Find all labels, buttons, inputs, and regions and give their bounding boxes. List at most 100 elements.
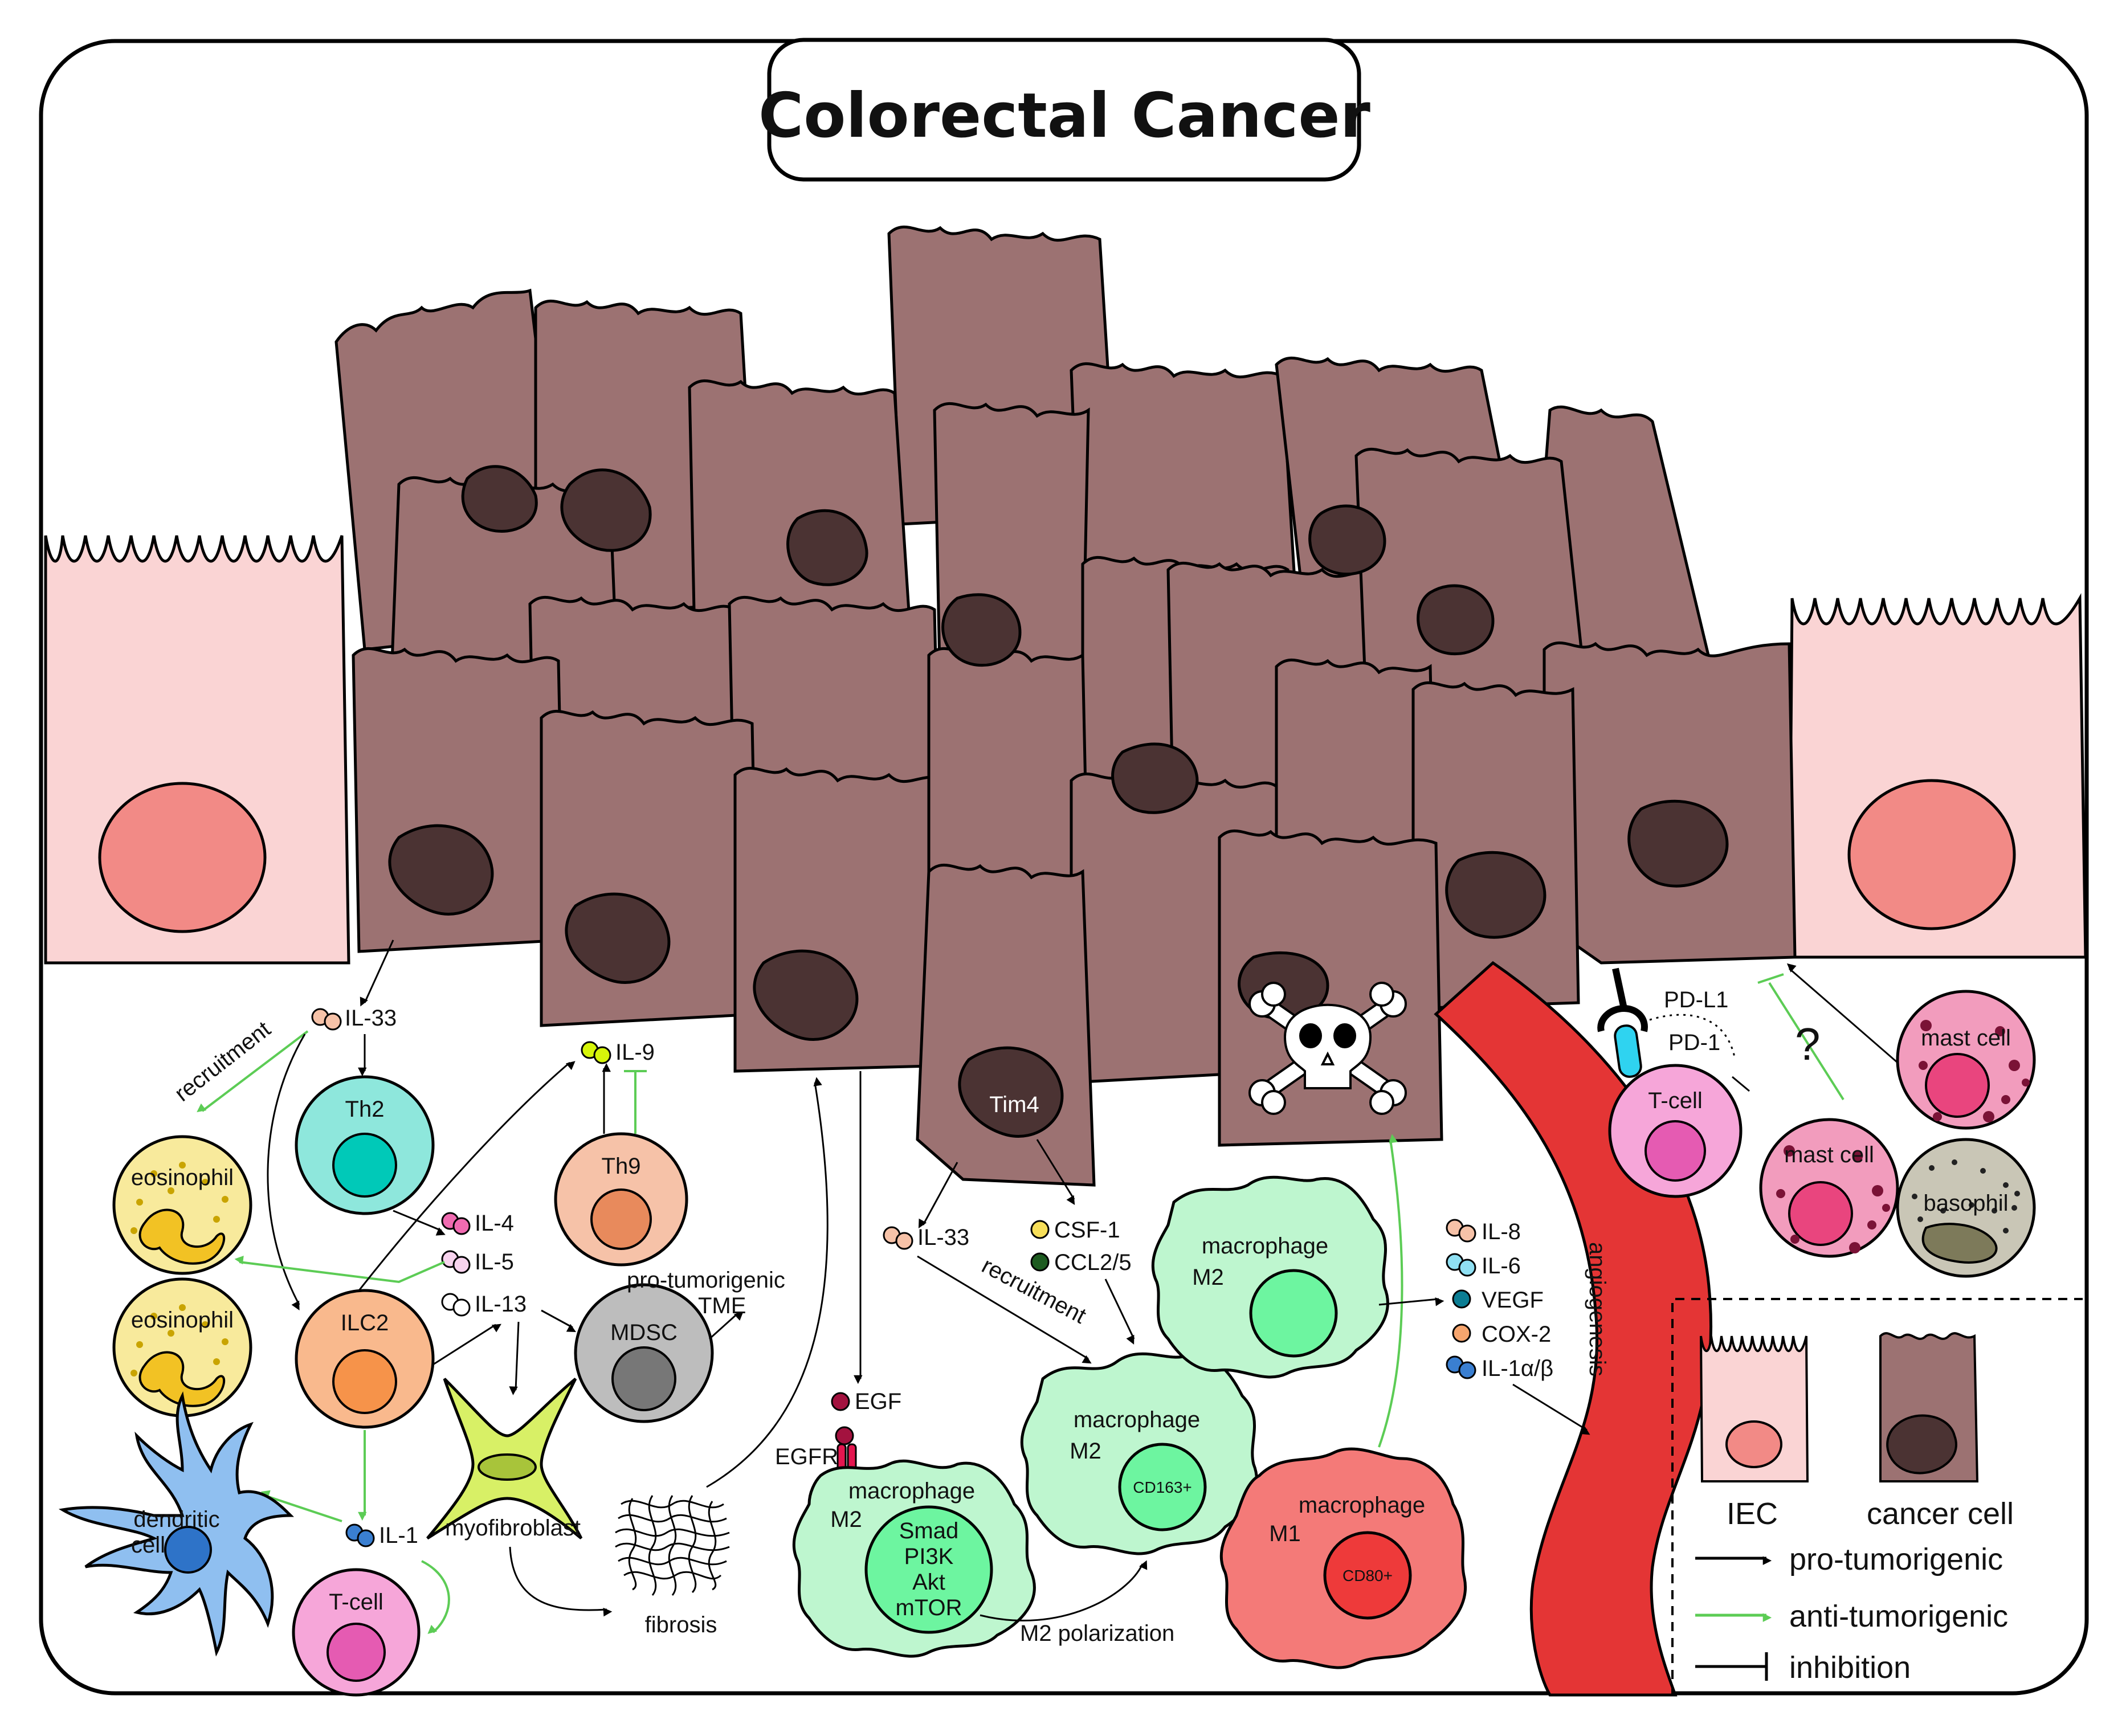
mac-top-l1: macrophage — [1202, 1233, 1328, 1259]
arrow-ccl25-mac — [1104, 1278, 1135, 1345]
page-title: Colorectal Cancer — [758, 80, 1370, 152]
mac-m1-marker: CD80+ — [1342, 1567, 1393, 1584]
csf1-dot — [1030, 1220, 1050, 1239]
arrow-mast-cancer — [1786, 963, 1898, 1064]
mdsc-nucleus — [611, 1346, 676, 1411]
arrow-recruitment-eosinophil — [197, 1030, 309, 1113]
mast-cell-1 — [1896, 990, 2036, 1130]
tissue-layer — [44, 226, 2087, 1187]
pd1-receptor-icon — [1597, 967, 1648, 1078]
iec-left-nucleus — [98, 782, 267, 933]
arrow-fibrosis-cancer — [706, 1077, 829, 1488]
ilc2-nucleus — [332, 1349, 397, 1414]
legend-iec-nucleus — [1725, 1420, 1782, 1468]
myofibroblast-label: myofibroblast — [445, 1516, 581, 1541]
legend-cancer-label: cancer cell — [1867, 1497, 2014, 1531]
legend: IEC cancer cell pro-tumorigenic anti-tum… — [1671, 1298, 2083, 1695]
inhibit-pd1-tcell — [1732, 1076, 1750, 1092]
inhibit-mast-pdl1-bar — [1757, 973, 1784, 984]
pd1-pdl1-dotted-link — [1649, 1014, 1736, 1060]
legend-pro-label: pro-tumorigenic — [1789, 1542, 2003, 1576]
cancer-nuclei — [388, 465, 1729, 1138]
macrophage-m1-nucleus — [1323, 1531, 1412, 1620]
mac-top-l2: M2 — [1192, 1265, 1224, 1290]
legend-inhibition-label: inhibition — [1789, 1651, 1911, 1685]
tcell-left-label: T-cell — [329, 1590, 383, 1615]
legend-border — [1671, 1298, 2083, 1695]
il9-label: IL-9 — [615, 1040, 655, 1065]
mast-cell-1-label: mast cell — [1921, 1026, 2011, 1051]
arrow-il13-mdsc — [541, 1309, 576, 1333]
macrophage-m2-signal-nucleus — [864, 1505, 993, 1634]
angiogenesis-label: angiogenesis — [1585, 1242, 1610, 1376]
egfr-label: EGFR — [775, 1444, 838, 1469]
cox2-label: COX-2 — [1482, 1322, 1551, 1347]
dendritic-nucleus — [164, 1526, 212, 1574]
m2-polarization-label: M2 polarization — [1020, 1621, 1174, 1646]
il1-label: IL-1 — [379, 1523, 418, 1548]
fibrosis-mesh-icon — [615, 1495, 730, 1596]
arrow-ilc2-il13 — [432, 1324, 501, 1366]
eosinophil-1 — [112, 1135, 252, 1275]
skull-and-crossbones-icon — [1248, 982, 1407, 1115]
th2-nucleus — [332, 1133, 397, 1198]
legend-cancer-nucleus — [1886, 1414, 1957, 1474]
arrow-m1-cancer — [1378, 1134, 1403, 1448]
pro-tme-label: pro-tumorigenic — [627, 1268, 785, 1293]
arrow-il1-tcell — [421, 1560, 450, 1634]
eosinophil-2 — [112, 1277, 252, 1418]
mast-cell-2-label: mast cell — [1784, 1142, 1874, 1167]
eosinophil-2-label: eosinophil — [131, 1308, 234, 1333]
th9-label: Th9 — [602, 1154, 641, 1179]
mac-m1-l1: macrophage — [1299, 1493, 1425, 1518]
macrophage-top-nucleus — [1249, 1269, 1338, 1358]
il6-label: IL-6 — [1482, 1253, 1521, 1278]
il6-dot-2 — [1458, 1259, 1476, 1277]
mac-signal-mtor: mTOR — [895, 1595, 962, 1620]
mac-signal-l2: M2 — [830, 1507, 862, 1532]
legend-iec-label: IEC — [1727, 1497, 1778, 1531]
il33-left-dot-2 — [324, 1012, 342, 1031]
arrow-cytokines-angiogenesis — [1512, 1383, 1590, 1435]
arrow-il5-eosinophil — [234, 1255, 445, 1284]
myofibroblast-nucleus — [478, 1453, 537, 1481]
question-mark: ? — [1795, 1019, 1821, 1069]
mac-signal-akt: Akt — [912, 1570, 945, 1595]
inhibit-mast-pdl1 — [1768, 982, 1845, 1101]
pd1-label: PD-1 — [1668, 1030, 1720, 1055]
tcell-right-nucleus — [1645, 1120, 1706, 1182]
arrow-cancer-il33-left — [360, 940, 394, 1007]
arrow-il13-myofibroblast — [509, 1321, 520, 1395]
fibrosis-label: fibrosis — [645, 1612, 717, 1637]
mac-cd163-marker: CD163+ — [1133, 1478, 1192, 1496]
cancer-cell-cluster — [334, 226, 1797, 1187]
il9-dot-2 — [593, 1046, 611, 1064]
arrow-tim4-il33 — [918, 1162, 958, 1228]
vegf-dot — [1452, 1289, 1471, 1309]
egfr-receptor-icon — [835, 1426, 857, 1474]
basophil-label: basophil — [1923, 1191, 2008, 1216]
il13-dot-2 — [452, 1298, 471, 1317]
tcell-left-nucleus — [327, 1623, 386, 1682]
mac-cd163-l1: macrophage — [1074, 1407, 1200, 1432]
dendritic-cell — [58, 1391, 295, 1657]
il8-dot-2 — [1458, 1224, 1476, 1243]
arrow-mdsc-tme — [708, 1312, 744, 1340]
il5-label: IL-5 — [475, 1249, 514, 1275]
ccl25-dot — [1030, 1252, 1050, 1272]
egf-dot — [831, 1392, 850, 1411]
pdl1-label: PD-L1 — [1664, 987, 1728, 1012]
mdsc-label: MDSC — [610, 1320, 678, 1345]
ccl25-label: CCL2/5 — [1054, 1250, 1132, 1275]
mac-m1-l2: M1 — [1269, 1521, 1301, 1546]
cox2-dot — [1452, 1324, 1471, 1343]
th2-label: Th2 — [345, 1097, 385, 1122]
il1-dot-2 — [357, 1529, 375, 1547]
tcell-right-label: T-cell — [1648, 1088, 1703, 1113]
arrow-il33-ilc2 — [267, 1034, 306, 1311]
arrow-m2-polarization — [980, 1560, 1148, 1621]
arrow-mac-cytokines — [1378, 1297, 1444, 1306]
mac-signal-smad: Smad — [899, 1518, 959, 1543]
tme-label: TME — [698, 1293, 746, 1318]
